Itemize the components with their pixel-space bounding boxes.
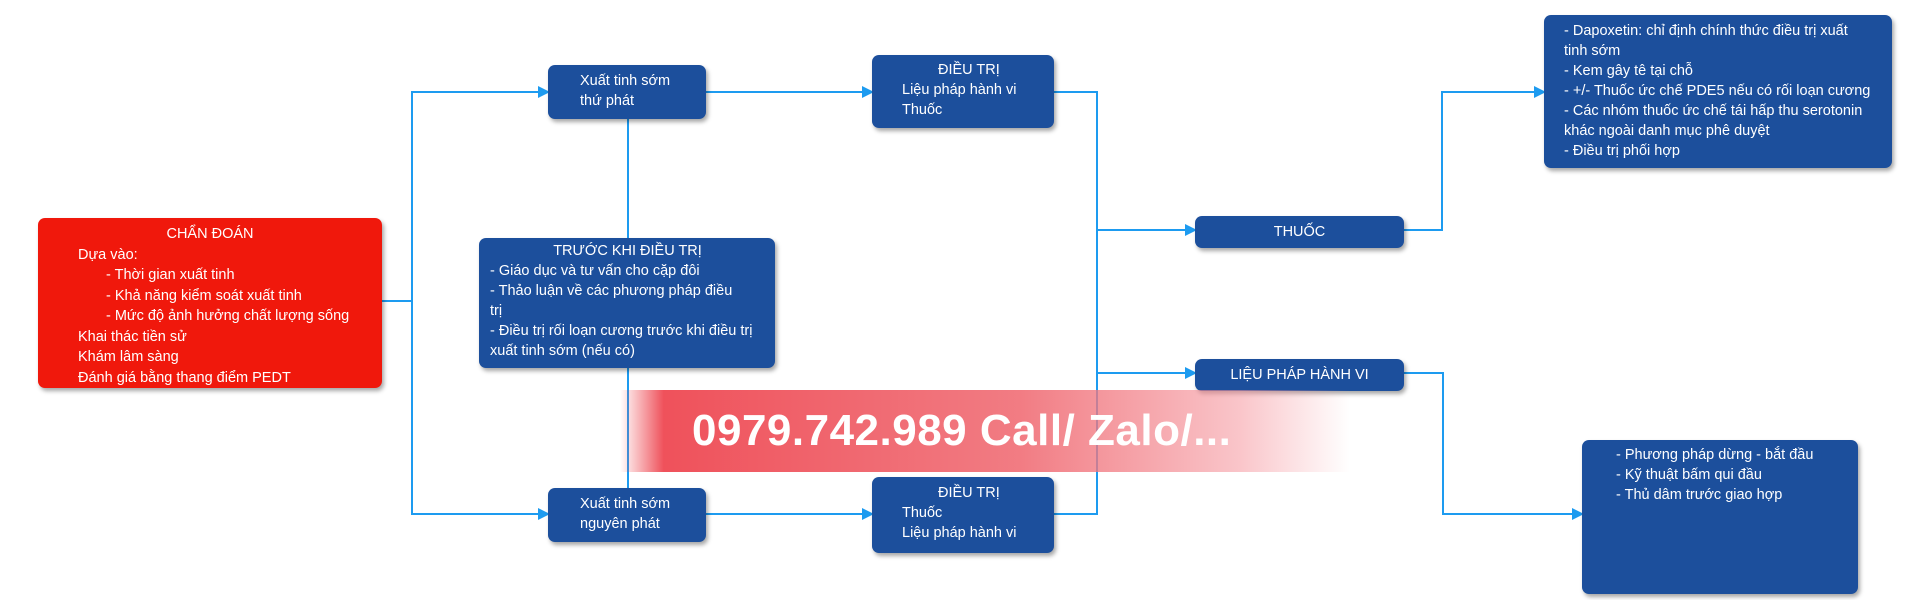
secondary-pe-line2: thứ phát <box>580 93 635 109</box>
primary-pe-line2: nguyên phát <box>580 516 660 532</box>
phone-banner: 0979.742.989 Call/ Zalo/... <box>620 390 1350 472</box>
drug-detail-line: - Kem gây tê tại chỗ <box>1564 63 1693 79</box>
diagnosis-line: - Khả năng kiểm soát xuất tinh <box>106 287 302 304</box>
drug-detail-line: - Dapoxetin: chỉ định chính thức điều tr… <box>1564 23 1848 59</box>
secondary-pe-box: Xuất tinh sớm thứ phát <box>548 65 706 119</box>
behavior-detail-line: - Phương pháp dừng - bắt đầu <box>1616 447 1814 463</box>
drug-detail-line: - Điều trị phối hợp <box>1564 143 1680 159</box>
before-treatment-line: - Điều trị rối loạn cương trước khi điều… <box>490 323 753 359</box>
phone-banner-text: 0979.742.989 Call/ Zalo/... <box>692 406 1232 455</box>
primary-pe-line1: Xuất tinh sớm <box>580 496 671 512</box>
treatment-bottom-line1: Thuốc <box>902 505 943 521</box>
drug-detail-line: - Các nhóm thuốc ức chế tái hấp thu sero… <box>1564 103 1863 139</box>
drug-label: THUỐC <box>1273 224 1326 240</box>
connector-behavior-detail <box>1404 372 1584 520</box>
behavior-detail-line: - Kỹ thuật bấm qui đầu <box>1616 467 1762 483</box>
diagnosis-box: CHẨN ĐOÁN Dựa vào: - Thời gian xuất tinh… <box>38 218 382 388</box>
diagnosis-line: - Thời gian xuất tinh <box>106 267 235 283</box>
treatment-bottom-title: ĐIỀU TRỊ <box>938 485 1000 501</box>
drug-box: THUỐC <box>1195 216 1404 248</box>
before-treatment-title: TRƯỚC KHI ĐIỀU TRỊ <box>553 243 702 259</box>
secondary-pe-line1: Xuất tinh sớm <box>580 73 671 89</box>
treatment-bottom-box: ĐIỀU TRỊ Thuốc Liệu pháp hành vi <box>872 477 1054 553</box>
diagnosis-line: Đánh giá bằng thang điểm PEDT <box>78 369 291 386</box>
before-treatment-line: - Giáo dục và tư vấn cho cặp đôi <box>490 263 700 279</box>
diagnosis-line: Khám lâm sàng <box>78 349 179 365</box>
connector-treatment-top-merge <box>1054 91 1098 515</box>
diagnosis-line: - Mức độ ảnh hưởng chất lượng sống <box>106 308 350 324</box>
treatment-top-line2: Thuốc <box>902 102 943 118</box>
diagnosis-line: Khai thác tiền sử <box>78 328 187 345</box>
treatment-bottom-line2: Liệu pháp hành vi <box>902 525 1017 541</box>
treatment-top-line1: Liệu pháp hành vi <box>902 82 1017 98</box>
connector-diagnosis-primary <box>411 301 550 520</box>
diagnosis-title: CHẨN ĐOÁN <box>166 226 254 242</box>
treatment-top-box: ĐIỀU TRỊ Liệu pháp hành vi Thuốc <box>872 55 1054 128</box>
drug-detail-box: - Dapoxetin: chỉ định chính thức điều tr… <box>1544 15 1892 168</box>
behavior-label: LIỆU PHÁP HÀNH VI <box>1230 367 1369 383</box>
connector-diagnosis-branch <box>381 86 550 302</box>
treatment-top-title: ĐIỀU TRỊ <box>938 62 1000 78</box>
connector-drug-detail <box>1404 86 1546 231</box>
primary-pe-box: Xuất tinh sớm nguyên phát <box>548 488 706 542</box>
drug-detail-line: - +/- Thuốc ức chế PDE5 nếu có rối loạn … <box>1564 83 1871 99</box>
before-treatment-box: TRƯỚC KHI ĐIỀU TRỊ - Giáo dục và tư vấn … <box>479 238 775 368</box>
diagnosis-line: Dựa vào: <box>78 246 138 263</box>
behavior-detail-box: - Phương pháp dừng - bắt đầu - Kỹ thuật … <box>1582 440 1858 594</box>
before-treatment-line: - Thảo luận về các phương pháp điều trị <box>490 283 733 319</box>
behavior-box: LIỆU PHÁP HÀNH VI <box>1195 359 1404 391</box>
behavior-detail-line: - Thủ dâm trước giao hợp <box>1616 487 1783 503</box>
